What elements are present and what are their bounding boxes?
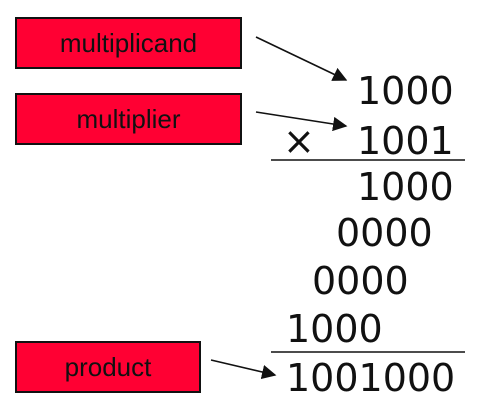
- partial-product-4: 1000: [286, 307, 383, 351]
- multiplier-value: 1001: [357, 119, 454, 163]
- partial-product-3: 0000: [312, 259, 409, 303]
- partial-product-1: 1000: [357, 165, 454, 209]
- multiplier-arrow: [255, 111, 348, 132]
- times-sign: ×: [283, 119, 315, 163]
- multiplicand-label-text: multiplicand: [59, 27, 198, 58]
- multiplier-label-text: multiplier: [76, 103, 181, 134]
- product-arrow: [210, 359, 277, 380]
- multiplicand-label: multiplicand: [15, 17, 242, 69]
- product-value: 1001000: [286, 356, 456, 400]
- multiplier-label: multiplier: [15, 93, 242, 145]
- multiplicand-value: 1000: [357, 69, 454, 113]
- partial-product-2: 0000: [336, 211, 433, 255]
- multiplicand-arrow: [255, 36, 348, 81]
- product-label: product: [15, 341, 201, 393]
- product-label-text: product: [64, 351, 152, 382]
